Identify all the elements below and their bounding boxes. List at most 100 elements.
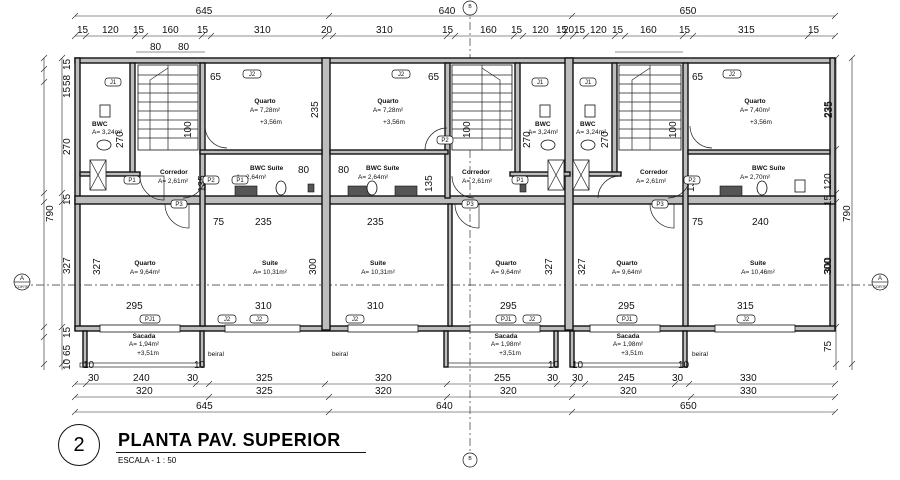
stairs-right xyxy=(618,64,682,151)
drawing-scale: ESCALA - 1 : 50 xyxy=(118,456,177,465)
tag-p2-1: P2 xyxy=(202,175,220,185)
svg-text:15: 15 xyxy=(823,194,834,206)
tag-p3-1: P3 xyxy=(170,199,188,209)
svg-text:15: 15 xyxy=(574,25,586,36)
svg-text:A= 7,28m²: A= 7,28m² xyxy=(373,107,404,114)
svg-text:P1: P1 xyxy=(516,178,524,184)
svg-text:80: 80 xyxy=(338,165,350,176)
svg-text:135: 135 xyxy=(197,175,208,192)
svg-text:310: 310 xyxy=(255,301,272,312)
svg-text:CORTE: CORTE xyxy=(15,284,29,289)
svg-text:650: 650 xyxy=(680,6,697,17)
walls xyxy=(74,57,836,368)
section-axes xyxy=(20,6,880,470)
svg-text:100: 100 xyxy=(183,121,194,138)
svg-text:A= 2,61m²: A= 2,61m² xyxy=(636,178,667,185)
svg-text:30: 30 xyxy=(547,373,559,384)
tag-j2-5: J2 xyxy=(345,314,365,324)
tag-j1-3: J1 xyxy=(579,77,597,87)
svg-text:Quarto: Quarto xyxy=(134,260,155,267)
section-marker-bottom: B xyxy=(462,452,478,468)
tag-p2-2: P2 xyxy=(436,135,454,145)
beiral-label-1: beiral xyxy=(208,351,224,358)
svg-text:+3,56m: +3,56m xyxy=(750,119,772,126)
tag-j2-2: J2 xyxy=(391,69,411,79)
svg-text:15: 15 xyxy=(556,25,568,36)
svg-text:A= 10,31m²: A= 10,31m² xyxy=(253,269,288,276)
svg-text:160: 160 xyxy=(162,25,179,36)
title-underline xyxy=(116,452,366,453)
svg-text:320: 320 xyxy=(500,386,517,397)
tag-j1-1: J1 xyxy=(104,77,122,87)
svg-text:P3: P3 xyxy=(175,202,183,208)
svg-text:315: 315 xyxy=(737,301,754,312)
interior-dimensions: 65 65 65 235 235 80 80 235 235 75 75 240… xyxy=(92,72,835,312)
svg-text:A= 9,64m²: A= 9,64m² xyxy=(612,269,643,276)
svg-text:120: 120 xyxy=(823,173,834,190)
svg-text:A= 2,70m²: A= 2,70m² xyxy=(740,174,771,181)
svg-text:BWC: BWC xyxy=(92,121,108,128)
svg-text:100: 100 xyxy=(462,121,473,138)
svg-text:300: 300 xyxy=(823,258,834,275)
room-suite-1: Suíte A= 10,31m² xyxy=(253,260,288,276)
room-quarto-5: Quarto A= 9,64m² xyxy=(491,260,522,276)
svg-text:310: 310 xyxy=(376,25,393,36)
svg-text:Quarto: Quarto xyxy=(254,98,275,105)
svg-text:J2: J2 xyxy=(249,72,256,78)
svg-text:Quarto: Quarto xyxy=(495,260,516,267)
svg-text:255: 255 xyxy=(494,373,511,384)
svg-text:J2: J2 xyxy=(256,317,263,323)
svg-text:80: 80 xyxy=(150,42,162,53)
svg-text:Corredor: Corredor xyxy=(462,169,490,176)
svg-text:80: 80 xyxy=(298,165,310,176)
svg-text:Suíte: Suíte xyxy=(262,260,278,267)
svg-text:75: 75 xyxy=(823,340,834,352)
svg-text:J1: J1 xyxy=(585,80,592,86)
svg-text:10: 10 xyxy=(194,360,206,371)
bathroom-fixtures xyxy=(89,104,806,197)
svg-text:15: 15 xyxy=(62,86,73,98)
svg-text:330: 330 xyxy=(740,373,757,384)
svg-text:A= 2,64m²: A= 2,64m² xyxy=(358,174,389,181)
tag-j2-8: J2 xyxy=(736,314,756,324)
stairs-middle xyxy=(451,64,513,151)
room-quarto-3: Quarto A= 7,40m² +3,56m xyxy=(740,98,772,126)
svg-text:65: 65 xyxy=(210,72,222,83)
drawing-number: 2 xyxy=(58,424,100,466)
svg-text:A= 3,24m²: A= 3,24m² xyxy=(528,129,559,136)
svg-text:10: 10 xyxy=(548,360,560,371)
svg-text:327: 327 xyxy=(92,258,103,275)
svg-text:235: 235 xyxy=(824,101,835,118)
svg-text:65: 65 xyxy=(428,72,440,83)
dimension-lines xyxy=(40,12,856,416)
svg-text:A: A xyxy=(20,276,24,282)
svg-text:270: 270 xyxy=(600,131,611,148)
room-bwc-suite-3: BWC Suíte A= 2,70m² xyxy=(740,165,786,181)
stairs-left xyxy=(137,64,199,151)
svg-text:P2: P2 xyxy=(688,178,696,184)
svg-text:270: 270 xyxy=(62,138,73,155)
svg-text:10: 10 xyxy=(83,360,95,371)
svg-text:20: 20 xyxy=(321,25,333,36)
svg-text:100: 100 xyxy=(668,121,679,138)
svg-text:BWC Suíte: BWC Suíte xyxy=(752,165,786,172)
svg-text:P2: P2 xyxy=(207,178,215,184)
svg-text:645: 645 xyxy=(196,401,213,412)
svg-text:327: 327 xyxy=(544,258,555,275)
svg-text:A= 7,40m²: A= 7,40m² xyxy=(740,107,771,114)
svg-text:20: 20 xyxy=(563,25,575,36)
svg-text:A= 3,24m²: A= 3,24m² xyxy=(92,129,123,136)
svg-text:A= 9,64m²: A= 9,64m² xyxy=(491,269,522,276)
svg-text:320: 320 xyxy=(375,386,392,397)
svg-text:Quarto: Quarto xyxy=(744,98,765,105)
